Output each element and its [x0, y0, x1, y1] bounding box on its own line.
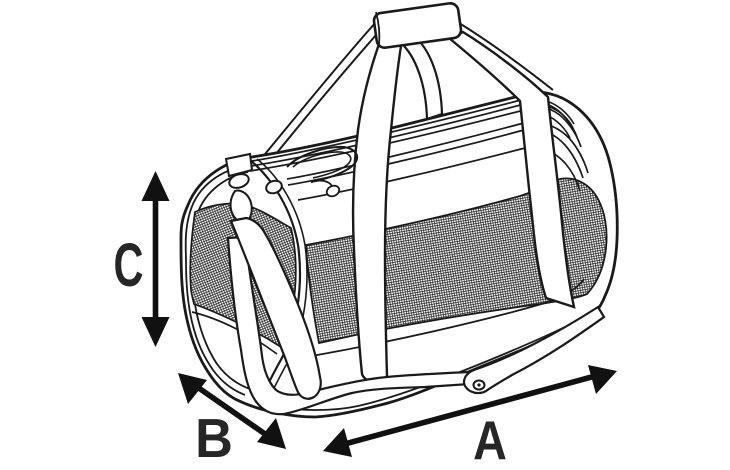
svg-text:A: A: [473, 409, 507, 470]
svg-text:C: C: [114, 232, 144, 300]
svg-text:B: B: [195, 408, 233, 470]
